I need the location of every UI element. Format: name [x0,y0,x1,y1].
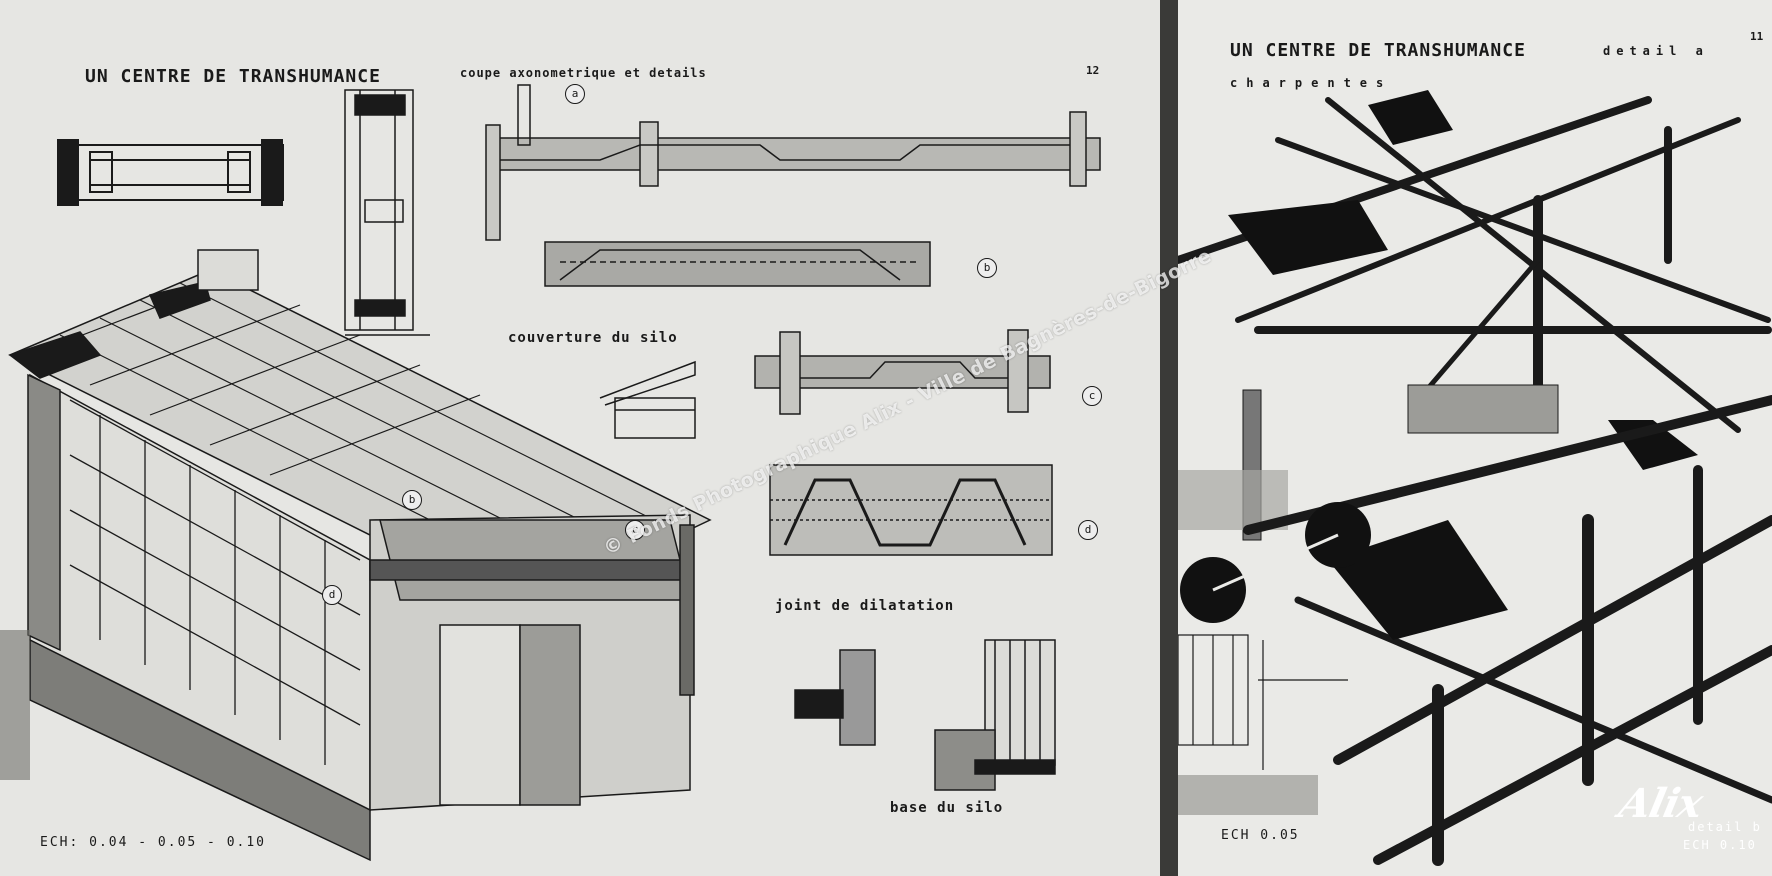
left-sheet-title: UN CENTRE DE TRANSHUMANCE [85,66,381,87]
left-sheet: UN CENTRE DE TRANSHUMANCE coupe axonomet… [0,0,1160,876]
sheet-divider [1160,0,1178,876]
left-sheet-page-number: 12 [1086,64,1100,77]
detail-marker-b: b [977,258,997,278]
building-marker-d: d [322,585,342,605]
detail-marker-c: c [1082,386,1102,406]
building-marker-c: c [625,520,645,540]
left-sheet-drawing [0,84,1101,862]
alix-signature: Alix [1615,780,1707,827]
right-sheet-scale-left: ECH 0.05 [1221,828,1300,843]
right-sheet-detail-b: detail b [1688,820,1762,834]
left-sheet-scale: ECH: 0.04 - 0.05 - 0.10 [40,835,267,850]
right-sheet-drawing [1178,0,1772,876]
detail-marker-a: a [565,84,585,104]
caption-couverture-du-silo: couverture du silo [508,330,678,346]
right-sheet-page-number: 11 [1750,30,1764,43]
left-sheet-subtitle: coupe axonometrique et details [460,66,707,80]
caption-joint-de-dilatation: joint de dilatation [775,598,955,614]
right-sheet-title: UN CENTRE DE TRANSHUMANCE [1230,40,1526,61]
caption-base-du-silo: base du silo [890,800,1004,816]
building-marker-b: b [402,490,422,510]
right-sheet-subtitle-charpentes: charpentes [1230,76,1393,90]
right-sheet-scale-right: ECH 0.10 [1683,838,1757,852]
right-sheet-subtitle: detail a [1603,44,1709,58]
detail-marker-d: d [1078,520,1098,540]
right-sheet: UN CENTRE DE TRANSHUMANCE detail a charp… [1178,0,1772,876]
